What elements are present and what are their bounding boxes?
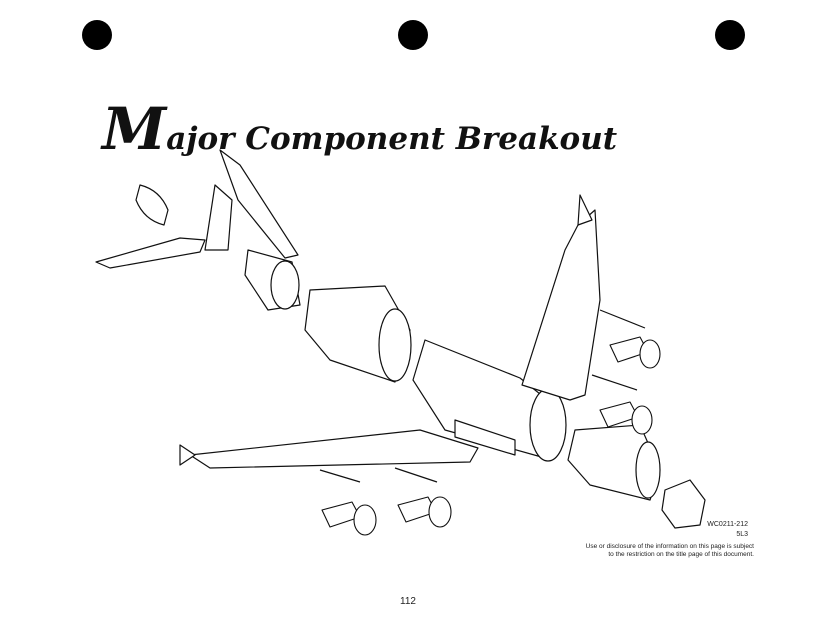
engines <box>321 336 661 536</box>
figure-reference: WC0211-212 <box>707 521 748 528</box>
tail-cone-part <box>135 184 169 226</box>
page-number: 112 <box>400 596 416 607</box>
vertical-fin <box>204 184 233 251</box>
notice-line-2: to the restriction on the title page of … <box>608 551 754 558</box>
disclosure-notice: Use or disclosure of the information on … <box>534 543 754 559</box>
right-winglet <box>577 194 593 226</box>
right-wing <box>521 209 601 401</box>
title-initial: M <box>102 95 167 163</box>
title-rest: ajor Component Breakout <box>166 121 618 157</box>
pylons <box>319 309 646 483</box>
wing-box <box>454 419 516 456</box>
horizontal-stabilizer <box>95 237 206 269</box>
binder-hole-center <box>398 20 428 50</box>
notice-line-1: Use or disclosure of the information on … <box>585 543 754 550</box>
left-wing <box>189 429 479 469</box>
page-title: Major Component Breakout <box>102 100 617 158</box>
figure-code: 5L3 <box>736 531 748 538</box>
vertical-stabilizer <box>219 149 299 259</box>
binder-hole-right <box>715 20 745 50</box>
left-winglet <box>179 444 196 466</box>
binder-hole-left <box>82 20 112 50</box>
nose-section <box>661 479 706 529</box>
